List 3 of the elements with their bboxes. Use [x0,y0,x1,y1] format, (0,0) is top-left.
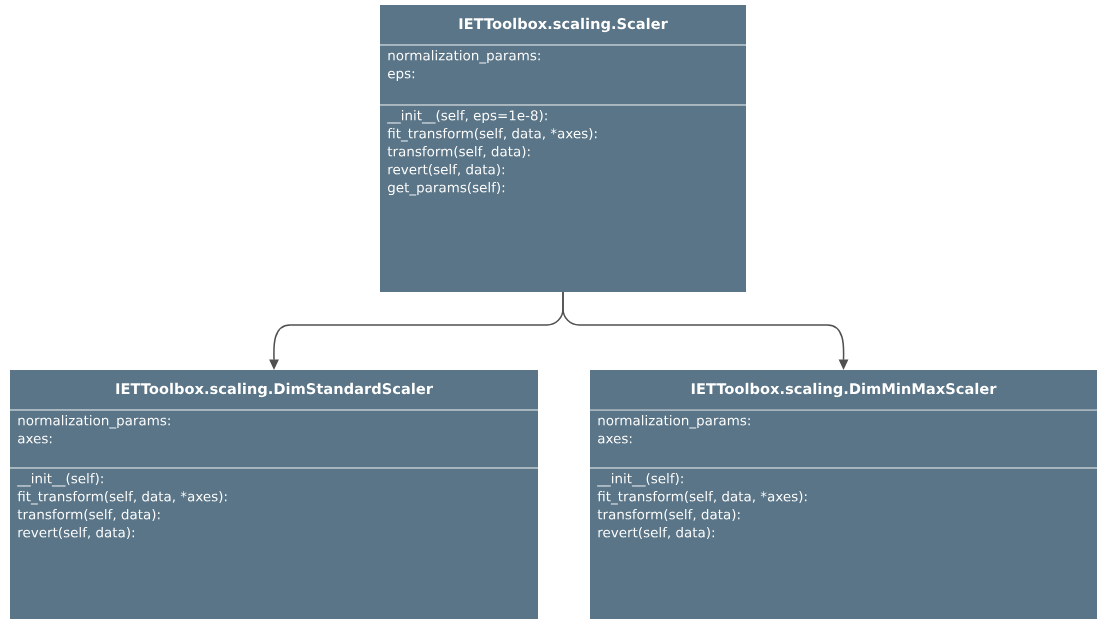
class-box: IETToolbox.scaling.DimStandardScaler normalization_params: axes: __init__(self): fit_transform(self, data, *axes): transform(self, data): revert(self, data): [9,370,539,619]
class-box: IETToolbox.scaling.DimMinMaxScaler normalization_params: axes: __init__(self): fit_transform(self, data, *axes): transform(self, data): revert(self, data): [589,370,1098,619]
class-box: IETToolbox.scaling.Scaler normalization_params: eps: __init__(self, eps=1e-8): fit_transform(self, data, *axes): transform(self, data): revert(self, data): get_params(self): [379,5,747,292]
